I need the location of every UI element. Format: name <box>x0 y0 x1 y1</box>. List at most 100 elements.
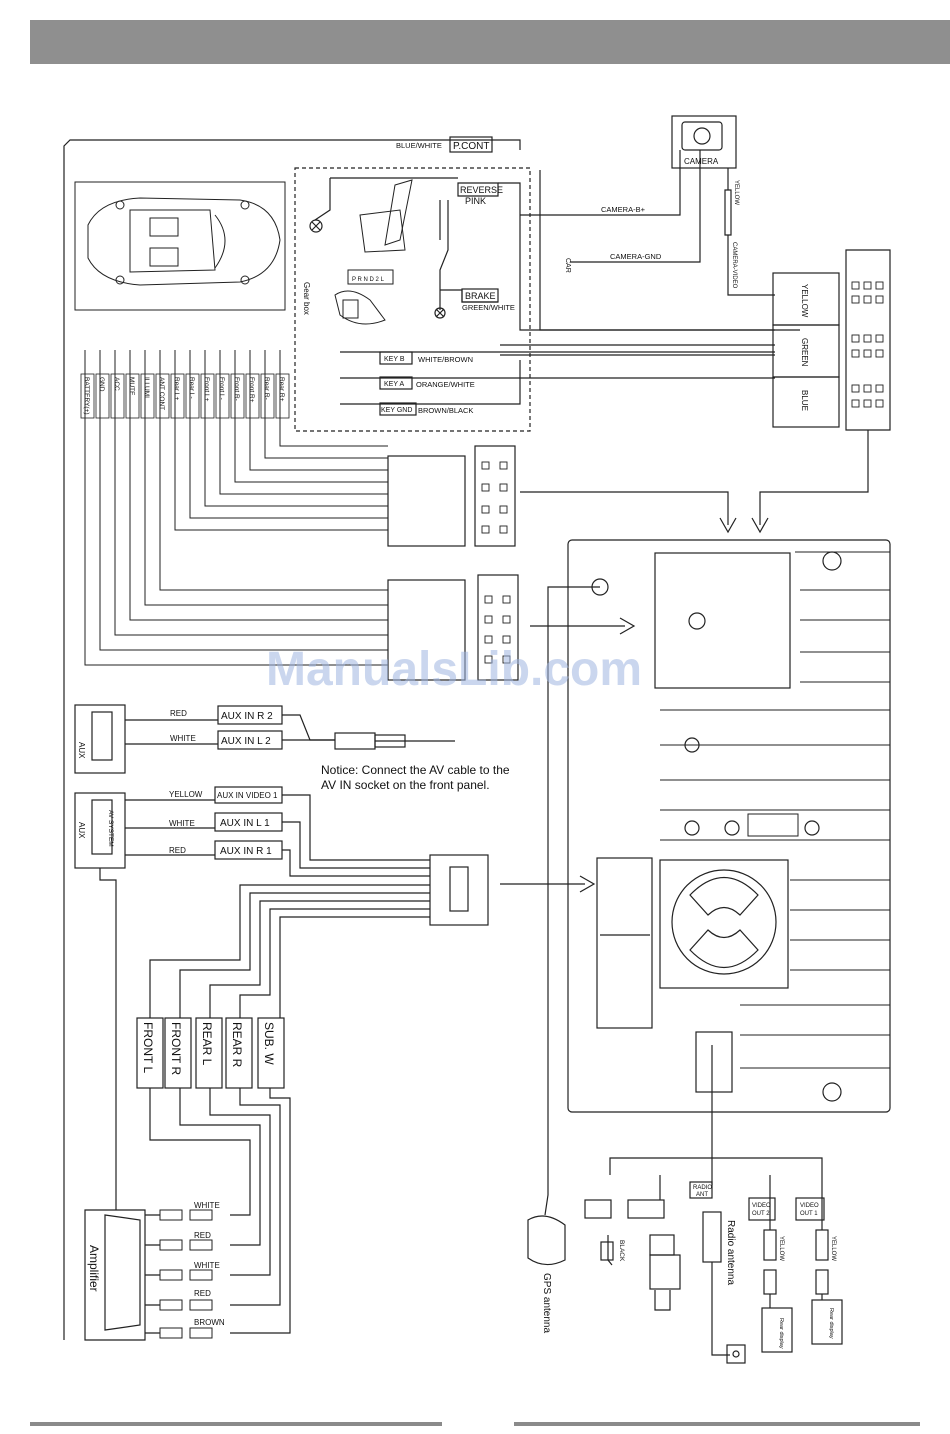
video-out-2-label-a: VIDEO <box>752 1203 771 1209</box>
out-sub-w-label: SUB. W <box>262 1022 276 1065</box>
aux2-red-label: RED <box>169 846 186 855</box>
video-out-1-yellow-label: YELLOW <box>830 1236 836 1261</box>
aux-in-l1-label: AUX IN L 1 <box>220 818 270 829</box>
harness-label-rear-r-plus: Rear R+ <box>275 373 290 419</box>
aux2-white-label: WHITE <box>169 819 195 828</box>
out-rear-l-label: REAR L <box>200 1022 214 1066</box>
harness-label-front-r-minus: Front R- <box>230 373 245 419</box>
harness-label-rear-l-plus: Rear L+ <box>170 373 185 419</box>
key-b-box-label: KEY B <box>384 356 405 363</box>
key-a-box-label: KEY A <box>384 381 404 388</box>
notice-text: Notice: Connect the AV cable to the AV I… <box>321 763 541 793</box>
radio-ant-socket <box>695 1031 733 1093</box>
footer-rule-right <box>514 1422 920 1426</box>
svg-text:Rear L-: Rear L- <box>188 377 195 399</box>
av-jack-icon <box>334 732 376 750</box>
aux-device-1 <box>74 704 126 774</box>
key-a-wire-label: ORANGE/WHITE <box>416 380 475 389</box>
notice-line-2: AV IN socket on the front panel. <box>321 778 490 792</box>
out-sub-w-box <box>257 1017 285 1089</box>
aux1-white-label: WHITE <box>170 734 196 743</box>
aux2-label: AUX <box>77 822 86 839</box>
pcont-wire <box>63 139 521 1340</box>
pink-label: PINK <box>465 196 486 206</box>
svg-text:BATTERY(+): BATTERY(+) <box>83 377 90 415</box>
key-gnd-box-label: KEY GND <box>381 407 412 414</box>
watermark: ManualsLib.com <box>266 643 642 696</box>
green-white-label: GREEN/WHITE <box>462 303 515 312</box>
radio-plug-icon <box>702 1211 722 1263</box>
gear-box-label: Gear box <box>302 282 311 315</box>
svg-text:GND: GND <box>98 377 105 392</box>
footer-rule-left <box>30 1422 442 1426</box>
svg-text:Rear R+: Rear R+ <box>278 377 285 402</box>
aux-in-video1-label: AUX IN VIDEO 1 <box>217 791 278 800</box>
iso-socket <box>845 249 891 431</box>
out-rear-r-box <box>225 1017 253 1089</box>
harness-label-mute: MUTE <box>125 373 140 419</box>
fan-icon <box>671 869 777 975</box>
radio-antenna-label: Radio antenna <box>725 1220 736 1285</box>
out-front-r-box <box>164 1017 192 1089</box>
aux1-red-label: RED <box>170 709 187 718</box>
connector-plug-icon <box>649 1254 681 1290</box>
reverse-box <box>457 182 499 197</box>
camera-video-label: CAMERA-VIDEO <box>731 242 737 289</box>
svg-text:ILLUMI: ILLUMI <box>143 377 150 398</box>
harness-label-ant-cont: ANT CONT <box>155 373 170 419</box>
out-front-l-label: FRONT L <box>141 1022 155 1073</box>
black-label: BLACK <box>618 1240 625 1262</box>
speaker-connector-socket <box>474 445 516 547</box>
amp-wire-5-label: BROWN <box>194 1318 225 1327</box>
video-out-1-label-a: VIDEO <box>800 1203 819 1209</box>
camera-gnd-label: CAMERA-GND <box>610 252 662 261</box>
video-out-2-yellow-label: YELLOW <box>778 1236 784 1261</box>
harness-label-rear-r-minus: Rear R- <box>260 373 275 419</box>
amp-wire-2-label: RED <box>194 1231 211 1240</box>
pcont-label: P.CONT <box>453 141 490 152</box>
fan-housing <box>659 859 789 989</box>
speaker-connector-plug <box>387 455 466 547</box>
radio-ant-label-1: RADIO <box>693 1185 712 1191</box>
amplifier-box <box>84 1209 146 1341</box>
rear-display-2 <box>761 1307 793 1353</box>
svg-text:MUTE: MUTE <box>128 377 135 396</box>
harness-label-acc: ACC <box>110 373 125 419</box>
power-connector-socket <box>477 574 519 681</box>
harness-label-gnd: GND <box>95 373 110 419</box>
aux-connector-socket <box>596 857 653 1029</box>
iso-blue <box>772 376 840 428</box>
car-frame <box>74 181 286 311</box>
arrow-speaker <box>520 491 729 525</box>
radio-ant-box <box>689 1181 713 1199</box>
svg-text:Front L+: Front L+ <box>203 377 210 402</box>
svg-text:ACC: ACC <box>113 377 120 391</box>
iso-blue-label: BLUE <box>800 390 809 411</box>
svg-text:ANT CONT: ANT CONT <box>158 377 165 410</box>
aux-in-l2-label: AUX IN L 2 <box>221 736 271 747</box>
rear-display-1-label: Rear display <box>828 1308 834 1339</box>
aux-harness-connector <box>429 854 489 926</box>
camera-box <box>671 115 737 169</box>
reverse-label: REVERSE <box>460 185 503 195</box>
iso-socket-unit <box>654 552 791 689</box>
svg-text:Front R+: Front R+ <box>248 377 255 403</box>
harness-label-rear-l-minus: Rear L- <box>185 373 200 419</box>
harness-label-front-l-plus: Front L+ <box>200 373 215 419</box>
key-gnd-wire-label: BROWN/BLACK <box>418 406 473 415</box>
harness-label-illumi: ILLUMI <box>140 373 155 419</box>
iso-yellow-label: YELLOW <box>800 284 809 318</box>
iso-green-label: GREEN <box>800 338 809 367</box>
rear-display-1 <box>811 1299 843 1345</box>
amp-wire-4-label: RED <box>194 1289 211 1298</box>
svg-text:Front R-: Front R- <box>233 377 240 401</box>
camera-yellow-label: YELLOW <box>733 180 739 205</box>
amp-wire-1-label: WHITE <box>194 1201 220 1210</box>
svg-text:Front L-: Front L- <box>218 377 225 400</box>
out-rear-l-box <box>195 1017 223 1089</box>
camera-label: CAMERA <box>684 157 719 166</box>
camera-b-label: CAMERA-B+ <box>601 205 646 214</box>
aux2-yellow-label: YELLOW <box>169 790 203 799</box>
gps-antenna-label: GPS antenna <box>541 1273 552 1333</box>
